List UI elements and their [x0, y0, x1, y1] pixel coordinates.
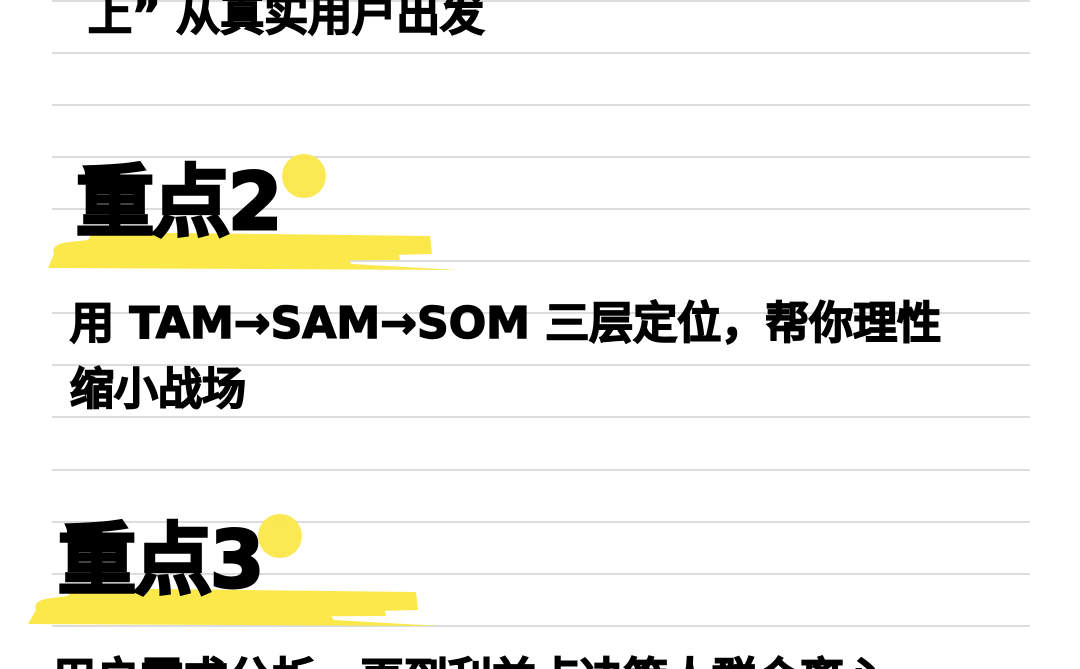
rule-line: [52, 469, 1030, 471]
rule-line: [52, 416, 1030, 418]
rule-line: [52, 312, 1030, 314]
previous-point-text: 上” 从真实用户出发: [87, 0, 485, 42]
rule-line: [52, 364, 1030, 366]
section-heading-3: 重点3: [56, 515, 265, 608]
rule-line: [52, 156, 1030, 158]
marker-highlight-icon: [48, 154, 458, 270]
rule-line: [52, 208, 1030, 210]
rule-line: [52, 260, 1030, 262]
rule-line: [52, 573, 1030, 575]
section-2-body-line-1: 用 TAM→SAM→SOM 三层定位，帮你理性: [69, 297, 942, 350]
rule-line: [52, 521, 1030, 523]
rule-line: [52, 0, 1030, 2]
rule-line: [52, 52, 1030, 54]
section-heading-2: 重点2: [74, 157, 283, 250]
rule-line: [52, 104, 1030, 106]
marker-highlight-icon: [28, 514, 440, 626]
rule-line: [52, 625, 1030, 627]
section-3-body-line-1: 用户需求分析，再到利益点决策人群合离心: [51, 652, 889, 669]
section-2-body-line-2: 缩小战场: [69, 363, 247, 416]
